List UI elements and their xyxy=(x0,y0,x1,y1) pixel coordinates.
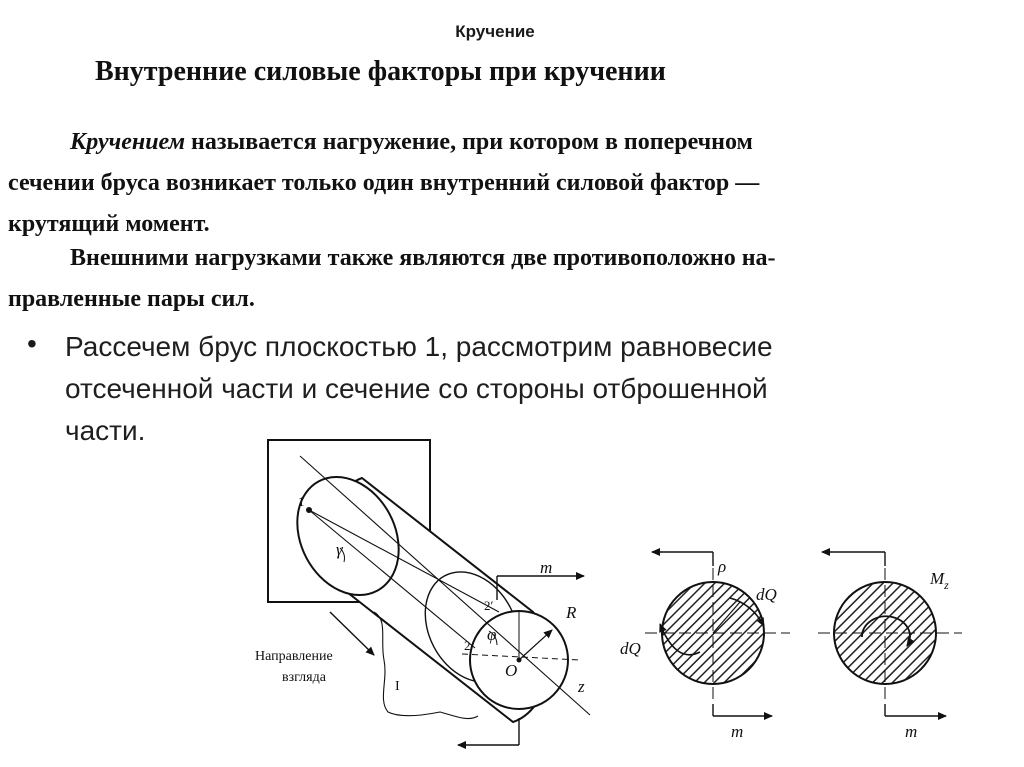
label-dq-left: dQ xyxy=(620,639,641,658)
label-gamma: γ xyxy=(336,540,344,559)
page-heading: Внутренние силовые факторы при кручении xyxy=(95,56,666,87)
external-loads-line-1: Внешними нагрузками также являются две п… xyxy=(70,245,776,271)
view-direction-label-line-1: Направление xyxy=(255,649,333,664)
label-m-section1: m xyxy=(731,722,743,741)
definition-line-3: крутящий момент. xyxy=(8,211,210,237)
label-m-section2: m xyxy=(905,722,917,741)
label-m-top: m xyxy=(540,558,552,577)
label-z: z xyxy=(577,677,585,696)
label-rho: ρ xyxy=(717,557,726,576)
label-mz-subscript: z xyxy=(943,578,949,592)
view-direction-label-line-2: взгляда xyxy=(282,670,327,685)
bullet-line-2: отсеченной части и сечение со стороны от… xyxy=(65,373,768,404)
section-view-torque: Mz m xyxy=(818,548,962,741)
definition-line-1: Кручением называется нагружение, при кот… xyxy=(8,122,1008,163)
definition-term: Кручением xyxy=(70,129,186,155)
section-view-shear-stress: ρ dQ dQ m xyxy=(620,548,790,741)
label-2: 2 xyxy=(464,638,471,653)
bullet-text: Рассечем брус плоскостью 1, рассмотрим р… xyxy=(65,326,985,452)
label-o: O xyxy=(505,661,517,680)
bullet-line-1: Рассечем брус плоскостью 1, рассмотрим р… xyxy=(65,331,773,362)
definition-paragraph: Кручением называется нагружение, при кот… xyxy=(8,122,1008,245)
label-plane-1: 1 xyxy=(298,494,305,509)
definition-line-2: сечении бруса возникает только один внут… xyxy=(8,170,760,196)
slide-title: Кручение xyxy=(455,22,535,41)
label-r: R xyxy=(565,603,577,622)
bullet-line-3: части. xyxy=(65,415,146,446)
label-mz: Mz xyxy=(929,569,949,592)
shaft-cylinder xyxy=(296,455,591,724)
point-1 xyxy=(306,507,312,513)
external-loads-paragraph: Внешними нагрузками также являются две п… xyxy=(8,238,1008,320)
label-part-i: I xyxy=(395,679,400,694)
label-mz-main: M xyxy=(929,569,945,588)
definition-line-1-rest: называется нагружение, при котором в поп… xyxy=(185,129,753,155)
z-axis-line xyxy=(299,455,591,716)
external-loads-line-2: правленные пары сил. xyxy=(8,286,255,312)
discarded-part-outline xyxy=(373,611,479,720)
view-direction-arrow xyxy=(329,611,375,656)
torque-arrow-m xyxy=(457,572,585,749)
cutting-plane xyxy=(267,439,431,603)
bullet-marker: • xyxy=(27,328,37,359)
label-2-prime: 2′ xyxy=(484,598,494,613)
label-phi: φ xyxy=(487,625,496,644)
label-dq-right: dQ xyxy=(756,585,777,604)
